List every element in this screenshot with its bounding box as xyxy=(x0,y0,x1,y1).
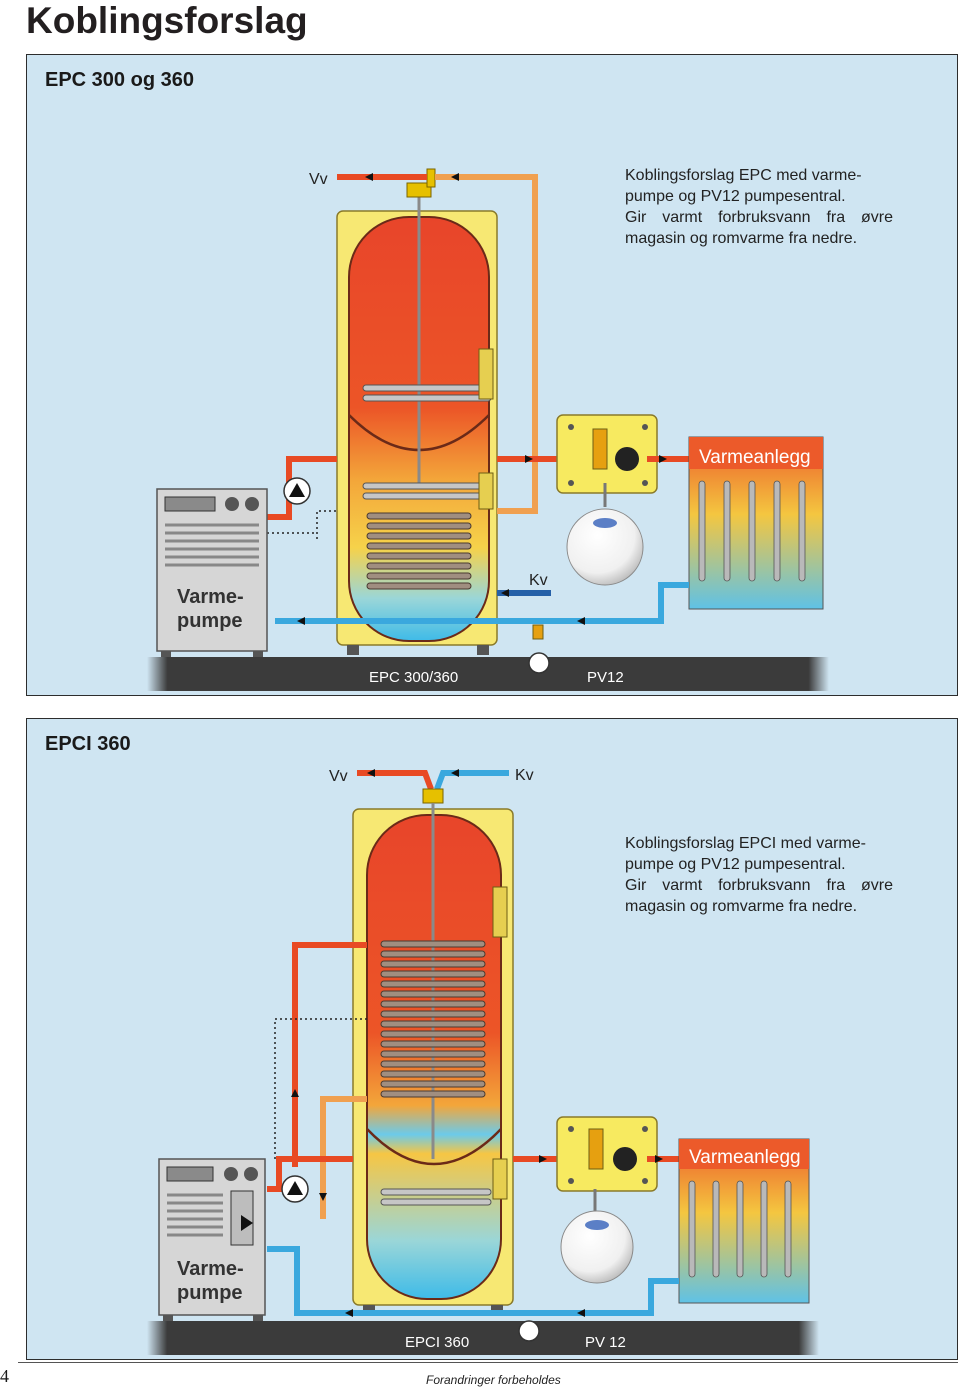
description-line: magasin og romvarme fra nedre. xyxy=(625,230,858,247)
panel-epci-360: EPCI 360 Koblingsforslag EPCI med varme-… xyxy=(26,718,958,1360)
mixing-valve xyxy=(406,168,436,198)
description-line: Gir varmt forbruksvann fra øvre xyxy=(625,209,893,226)
heat-pump-unit xyxy=(158,1158,266,1321)
pump-central-pv12[interactable] xyxy=(556,1116,658,1192)
hot-water-out-pipe xyxy=(337,173,427,181)
panel-epc-300-360: EPC 300 og 360 Koblingsforslag EPC med v… xyxy=(26,54,958,696)
drain-valve xyxy=(528,624,550,674)
radiator xyxy=(678,1138,810,1304)
floor xyxy=(147,657,829,691)
heat-pump-unit xyxy=(156,488,268,657)
description-line: Koblingsforslag EPCI med varme- xyxy=(625,835,866,852)
floor xyxy=(147,1321,819,1355)
vv-label: Vv xyxy=(309,171,328,188)
page-number: 4 xyxy=(0,1366,9,1386)
pump-central-label: PV 12 xyxy=(585,1334,626,1351)
description-line: Koblingsforslag EPC med varme- xyxy=(625,167,862,184)
description: Koblingsforslag EPC med varme- pumpe og … xyxy=(625,165,893,249)
footer-divider xyxy=(18,1362,958,1363)
hot-water-out-pipe xyxy=(357,769,434,791)
varmeanlegg-label: Varmeanlegg xyxy=(699,447,811,468)
schematic-diagram: EPC 300/360 PV12 xyxy=(147,168,829,691)
circulation-pipe xyxy=(435,174,538,514)
cold-water-in-pipe xyxy=(434,769,509,791)
drain-valve xyxy=(518,1320,540,1342)
varmeanlegg-label: Varmeanlegg xyxy=(689,1147,801,1168)
description-line: magasin og romvarme fra nedre. xyxy=(625,898,858,915)
description-line: pumpe og PV12 pumpesentral. xyxy=(625,188,846,205)
panel-heading: EPC 300 og 360 xyxy=(45,69,194,91)
page-title: Koblingsforslag xyxy=(26,0,308,41)
varmepumpe-label-line2: pumpe xyxy=(177,610,243,632)
heating-return-pipe xyxy=(267,1246,679,1316)
varmepumpe-label-line1: Varme- xyxy=(177,1258,244,1280)
description: Koblingsforslag EPCI med varme- pumpe og… xyxy=(625,833,893,917)
kv-label: Kv xyxy=(515,767,534,784)
description-line: Gir varmt forbruksvann fra øvre xyxy=(625,877,893,894)
mixing-valve xyxy=(422,788,444,804)
description-line: pumpe og PV12 pumpesentral. xyxy=(625,856,846,873)
tank-model-label: EPCI 360 xyxy=(405,1334,469,1351)
footer-note: Forandringer forbeholdes xyxy=(426,1373,561,1387)
varmepumpe-label-line2: pumpe xyxy=(177,1282,243,1304)
water-heater-tank xyxy=(352,803,514,1315)
pump-central-label: PV12 xyxy=(587,669,624,686)
expansion-vessel xyxy=(566,508,644,586)
radiator xyxy=(688,436,824,610)
tank-model-label: EPC 300/360 xyxy=(369,669,458,686)
varmepumpe-label-line1: Varme- xyxy=(177,586,244,608)
heating-return-pipe xyxy=(275,582,689,624)
expansion-vessel xyxy=(560,1210,634,1284)
water-heater-tank xyxy=(336,195,498,655)
coil-return-pipe xyxy=(320,1096,367,1219)
schematic-diagram: EPCI 360 PV 12 Vv Kv xyxy=(147,767,819,1355)
panel-heading: EPCI 360 xyxy=(45,733,131,755)
heat-pump-flow-pipe xyxy=(267,1156,353,1192)
vv-label: Vv xyxy=(329,768,348,785)
pump-central-pv12[interactable] xyxy=(556,414,658,494)
kv-label: Kv xyxy=(529,572,548,589)
